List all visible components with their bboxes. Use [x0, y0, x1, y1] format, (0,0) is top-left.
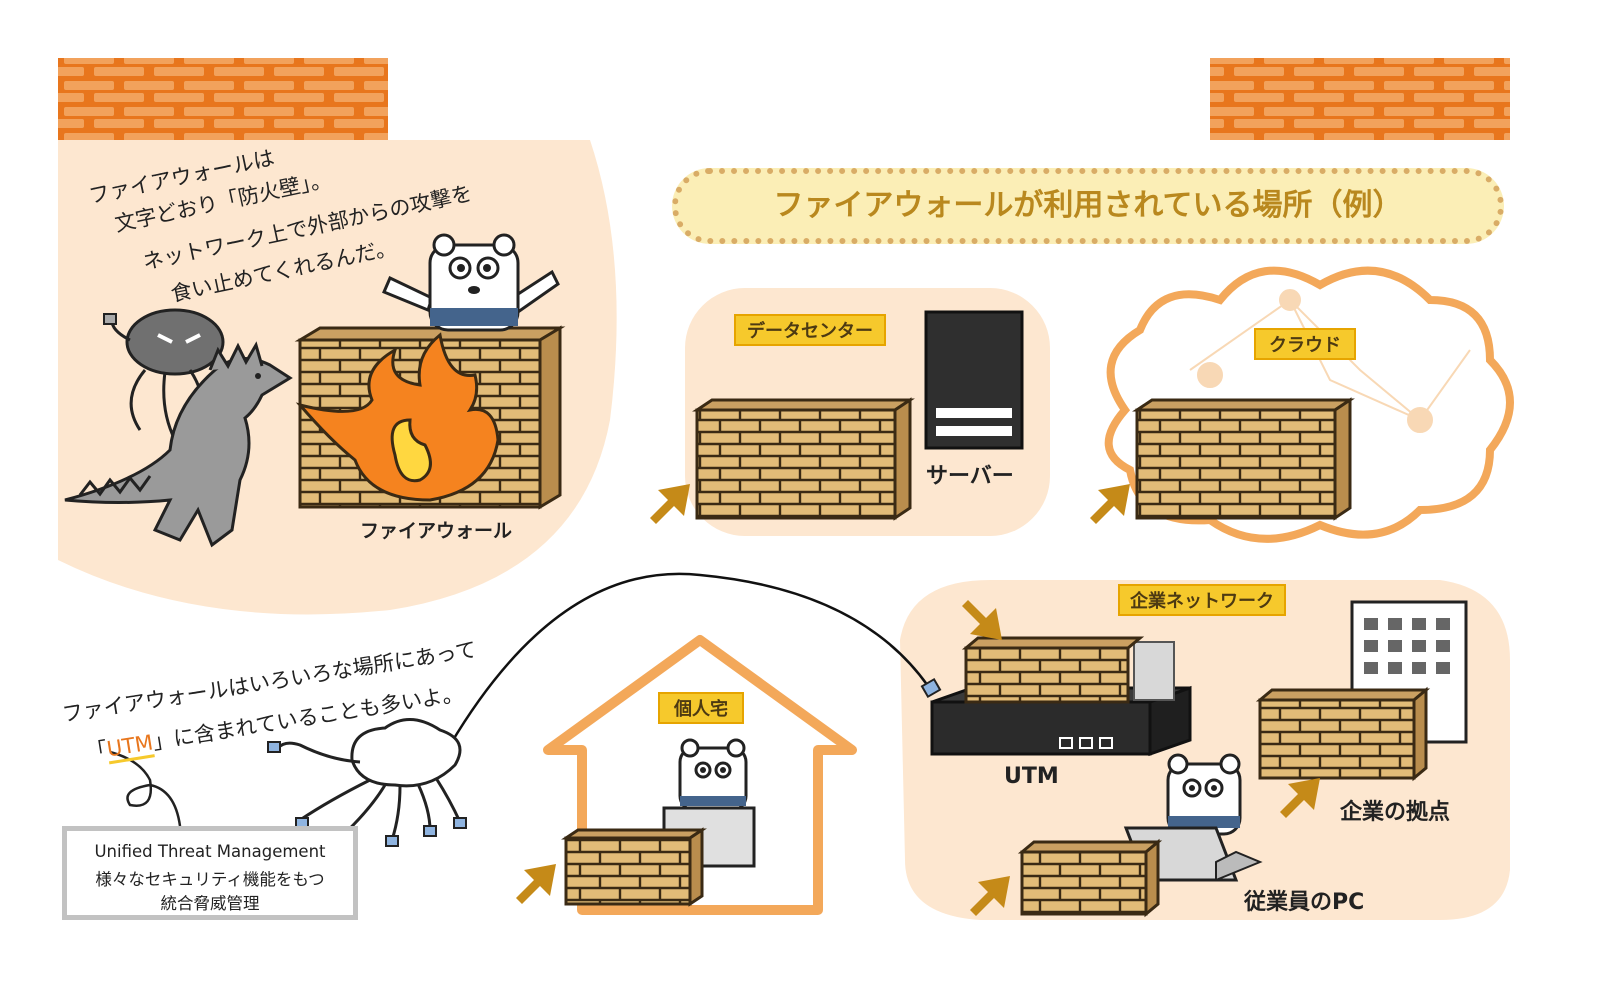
employee-pc-label: 従業員のPC: [1244, 890, 1365, 915]
network-cable: [448, 572, 930, 746]
employee-bear-icon: [1166, 753, 1242, 836]
cloud-firewall-wall: [1132, 397, 1355, 521]
page-title: ファイアウォールはネットワークの防火壁！: [393, 77, 1174, 121]
virus-jellyfish-icon: [103, 308, 225, 441]
tag-enterprise: 企業ネットワーク: [1118, 584, 1286, 616]
utm-note-box: [62, 826, 358, 920]
subtitle-box: [672, 168, 1504, 244]
branch-label: 企業の拠点: [1340, 800, 1451, 825]
datacenter-firewall-wall: [692, 397, 915, 521]
pc-firewall-wall: [1017, 838, 1163, 918]
arrow-icon-branch: [1280, 778, 1320, 818]
arrow-icons: [516, 484, 1320, 916]
home-firewall-wall: [561, 827, 707, 907]
monster-kaiju-icon: [64, 341, 293, 548]
arrow-icon-utm: [962, 600, 1002, 640]
branch-firewall-wall: [1255, 686, 1431, 782]
tag-datacenter: データセンター: [734, 314, 886, 346]
banner-brick-left: [58, 58, 388, 140]
arrow-icon-cloud: [1090, 484, 1130, 524]
note-pointer: [109, 750, 182, 827]
arrow-icon-datacenter: [650, 484, 690, 524]
tag-home: 個人宅: [658, 692, 744, 724]
subtitle: ファイアウォールが利用されている場所（例）: [773, 188, 1403, 223]
utm-note-line-2: 様々なセキュリティ機能をもつ: [95, 870, 325, 889]
firewall-label: ファイアウォール: [360, 520, 513, 542]
bear-character-icon: [382, 233, 560, 332]
arrow-icon-pc: [970, 876, 1010, 916]
server-label: サーバー: [926, 464, 1014, 489]
utm-note-line-3: 統合脅威管理: [160, 894, 260, 913]
banner-brick-right: [1210, 58, 1510, 140]
tag-cloud: クラウド: [1254, 328, 1356, 360]
server-icon: [924, 310, 1024, 450]
utm-note-line-1: Unified Threat Management: [94, 842, 326, 861]
arrow-icon-home: [516, 864, 556, 904]
home-bear-icon: [678, 738, 748, 812]
utm-label: UTM: [1004, 764, 1059, 789]
utm-firewall-wall: [961, 636, 1145, 704]
fire-icon: [295, 332, 500, 502]
